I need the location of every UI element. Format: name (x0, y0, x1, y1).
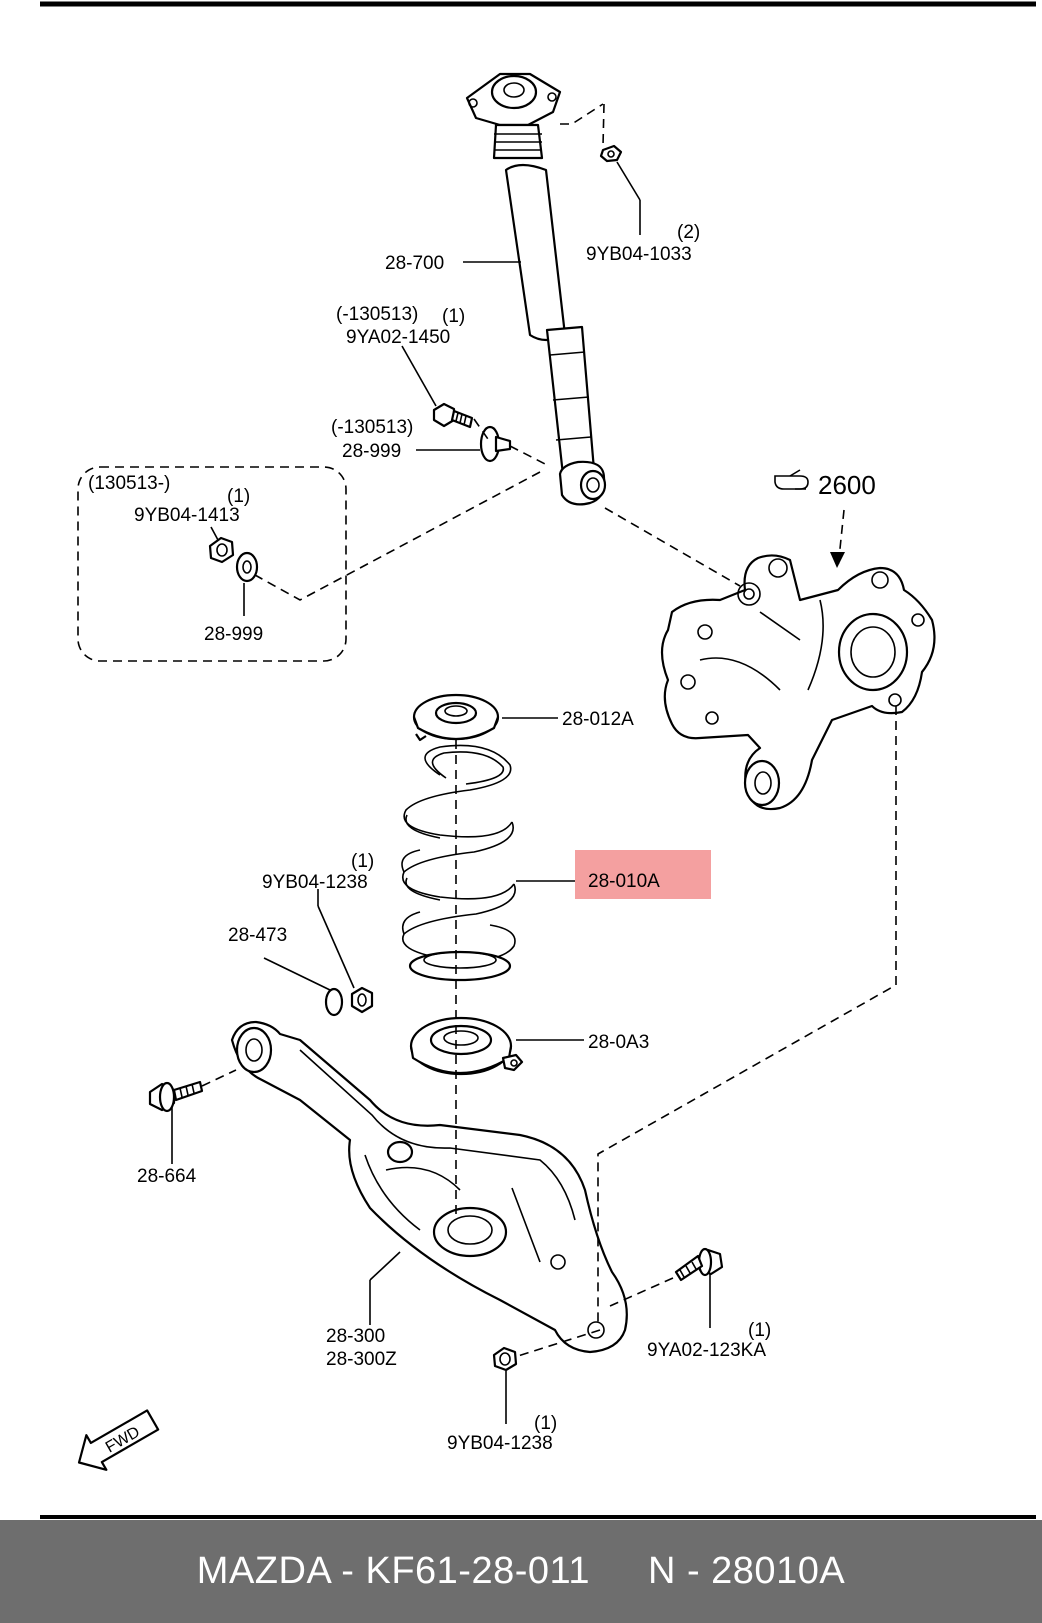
label-28-700: 28-700 (385, 253, 444, 274)
washer-28-999-lower (235, 551, 259, 583)
qty-label-9yb04-1238-upper: (1) (351, 851, 374, 872)
qty-label-9yb04-1413: (1) (227, 486, 250, 507)
label-date-box: (130513-) (88, 473, 170, 494)
label-28-0a3: 28-0A3 (588, 1032, 649, 1053)
fwd-arrow-icon: FWD (77, 1409, 160, 1471)
alt-part-number: N - 28010A (647, 1550, 846, 1592)
coil-spring (401, 744, 516, 982)
label-9yb04-1238-lower: 9YB04-1238 (447, 1433, 553, 1454)
qty-label-9ya02-123ka: (1) (748, 1320, 771, 1341)
lower-control-arm (230, 1020, 628, 1354)
bolt-9ya02-123ka (674, 1247, 724, 1282)
knuckle-assembly (660, 554, 936, 811)
qty-label-9ya02-1450: (1) (442, 306, 465, 327)
label-28-012a: 28-012A (562, 709, 634, 730)
nut-9yb04-1238-upper (350, 986, 374, 1014)
label-28-300: 28-300 (326, 1326, 385, 1347)
dashed-group-box (77, 466, 347, 662)
brand-part-number: MAZDA - KF61-28-011 (196, 1550, 590, 1592)
label-9ya02-123ka: 9YA02-123KA (647, 1340, 766, 1361)
label-28-999-upper: 28-999 (342, 441, 401, 462)
bolt-28-664 (148, 1080, 204, 1113)
label-28-473: 28-473 (228, 925, 287, 946)
reference-pointer-icon (774, 469, 809, 490)
upper-spring-seat (412, 693, 500, 742)
alignment-dashes (201, 103, 897, 1357)
nut-9yb04-1033 (599, 144, 623, 163)
qty-label-9yb04-1238-lower: (1) (534, 1413, 557, 1434)
nut-9yb04-1413 (208, 536, 235, 564)
washer-28-999-upper (479, 425, 512, 463)
part-number-footer: MAZDA - KF61-28-011 N - 28010A (0, 1520, 1042, 1623)
washer-28-473 (324, 987, 344, 1017)
label-9yb04-1413: 9YB04-1413 (134, 505, 240, 526)
label-28-664: 28-664 (137, 1166, 197, 1187)
highlight-box (575, 850, 711, 899)
arrow-2600 (830, 552, 845, 568)
label-28-999-lower: 28-999 (204, 624, 263, 645)
shock-absorber (465, 72, 607, 506)
label-28-010a: 28-010A (588, 871, 660, 892)
lower-spring-seat (409, 1016, 524, 1076)
leader-lines (171, 161, 711, 1424)
label-2600: 2600 (818, 470, 876, 500)
label-date-upper: (-130513) (336, 304, 418, 325)
nut-9yb04-1238-lower (492, 1346, 518, 1372)
qty-label-9yb04-1033: (2) (677, 222, 700, 243)
label-28-300z: 28-300Z (326, 1349, 397, 1370)
bolt-9ya02-1450 (432, 402, 474, 429)
label-9ya02-1450: 9YA02-1450 (346, 327, 450, 348)
label-9yb04-1033: 9YB04-1033 (586, 244, 692, 265)
label-9yb04-1238-upper: 9YB04-1238 (262, 872, 368, 893)
label-date-middle: (-130513) (331, 417, 413, 438)
